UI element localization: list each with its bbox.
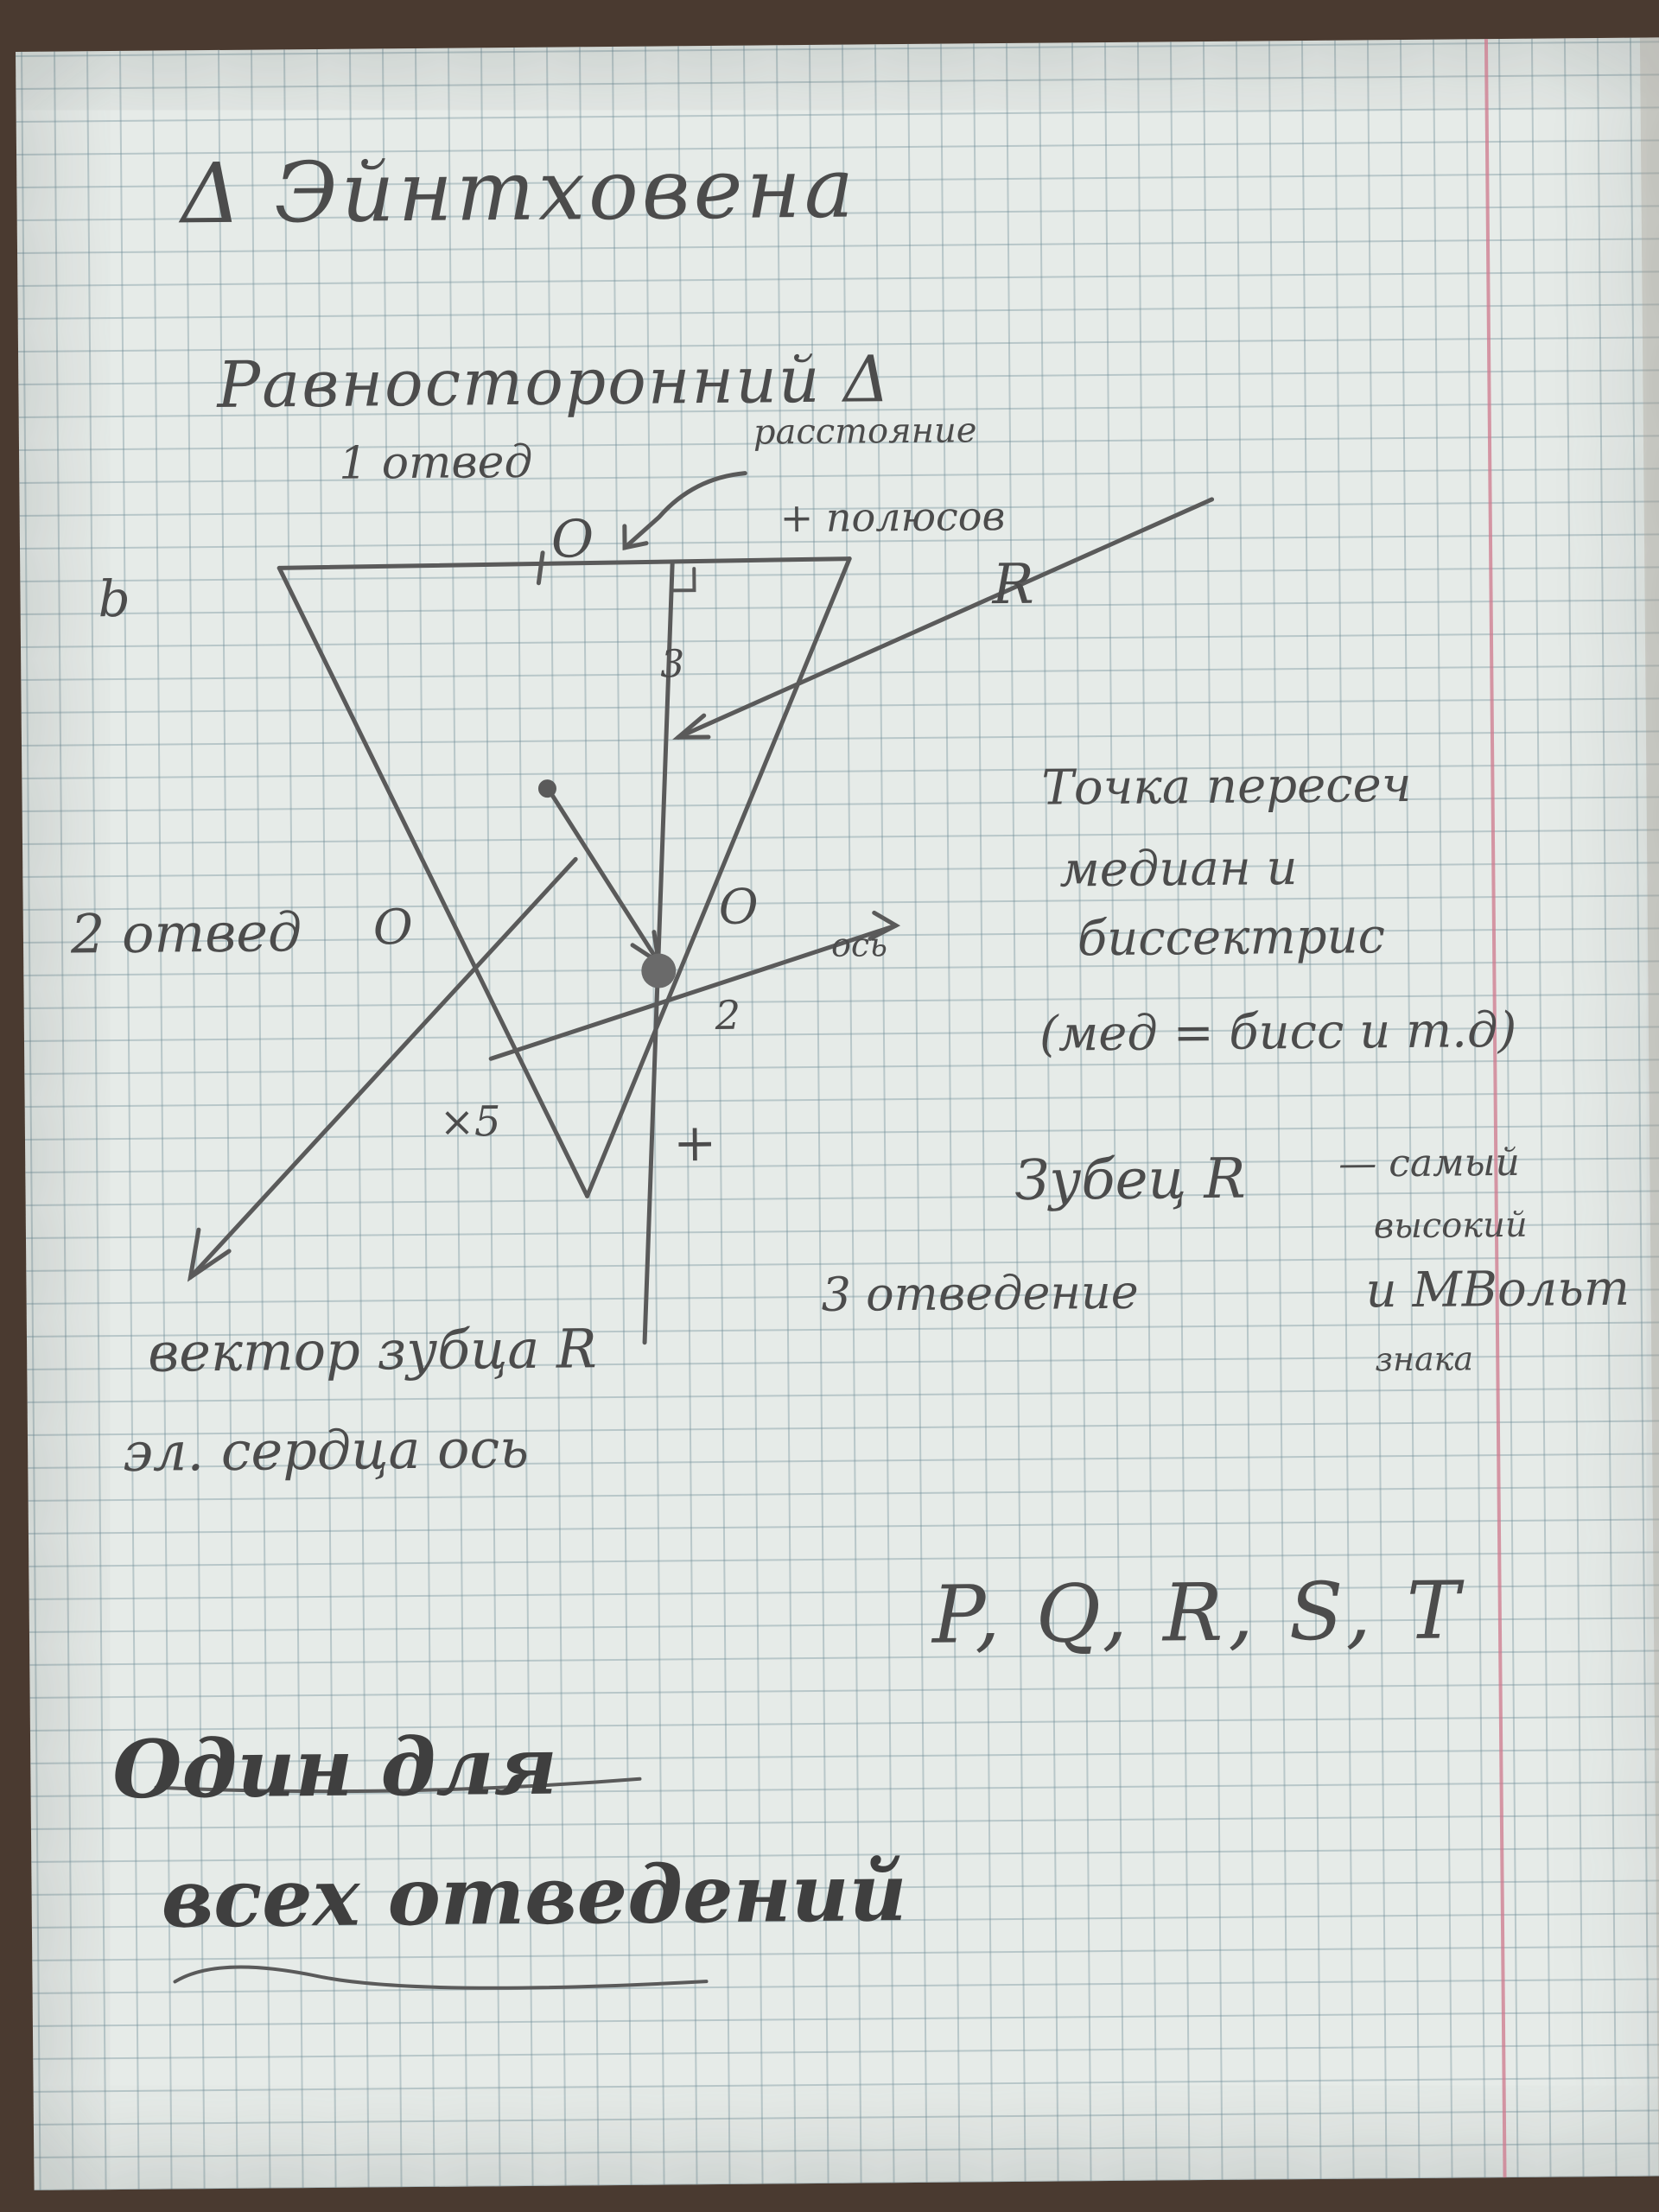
o-top-label: O (550, 509, 594, 570)
high-note: высокий (1373, 1205, 1528, 1247)
conclusion-line-1: Один для (111, 1719, 558, 1817)
underline-1 (154, 1777, 642, 1794)
b-left-label: b (98, 569, 130, 629)
two-label: 2 (715, 991, 741, 1039)
o-left-label: O (372, 899, 414, 957)
center-point (641, 953, 677, 988)
axis-arrow-head (868, 910, 901, 941)
equality-note: (мед = бисс и т.д) (1039, 1001, 1517, 1063)
plus-label: + (672, 1112, 717, 1174)
heart-axis-label: эл. сердца ось (122, 1416, 530, 1484)
triangle-top-side (276, 556, 852, 570)
r-vector-arrow (676, 497, 1215, 740)
page-title: Δ Эйнтховена (180, 139, 858, 243)
three-label: 3 (659, 642, 685, 687)
plus-poles-label: + полюсов (779, 493, 1006, 542)
distance-arrow-head (622, 524, 649, 550)
lead3-label: 3 отведение (821, 1264, 1139, 1322)
mvolt-note: и МВольт (1365, 1260, 1630, 1319)
tooth-r-note: Зубец R (1014, 1147, 1246, 1213)
equilateral-label: Равносторонний Δ (217, 342, 892, 423)
waves-list: P, Q, R, S, T (931, 1564, 1465, 1662)
tick-top (536, 550, 545, 586)
axis-label: ось (830, 925, 888, 964)
r-top-label: R (992, 552, 1034, 618)
vector-label: вектор зубца R (147, 1317, 598, 1384)
notebook-page: Δ Эйнтховена Равносторонний Δ 1 отвед ра… (16, 37, 1659, 2190)
x5-label: ×5 (439, 1097, 501, 1147)
intersection-note-2: медиан и (1059, 840, 1298, 899)
distance-arrow (622, 471, 747, 550)
triangle-right-side (585, 556, 852, 1198)
bullet-arrow (546, 788, 661, 965)
lead2-label: 2 отвед (70, 900, 302, 966)
intersection-note-3: биссектрис (1077, 908, 1386, 968)
lead2-arrow-head (187, 1227, 232, 1282)
underline-2 (173, 1965, 709, 1990)
sign-note: знака (1375, 1339, 1474, 1379)
right-angle-mark (671, 567, 696, 593)
bullet-dot (537, 779, 556, 798)
einthoven-triangle-sketch (154, 471, 1215, 1990)
dash-label: — самый (1338, 1140, 1521, 1186)
conclusion-line-2: всех отведений (161, 1846, 907, 1946)
axis-line (488, 923, 899, 1061)
lead2-long-line (188, 856, 578, 1280)
lead1-label: 1 отвед (338, 435, 533, 490)
triangle-left-side (276, 565, 590, 1198)
distance-label: расстояние (753, 410, 977, 453)
intersection-note-1: Точка пересеч (1041, 756, 1412, 817)
o-right-label: O (718, 879, 759, 936)
r-vector-head (672, 713, 711, 740)
